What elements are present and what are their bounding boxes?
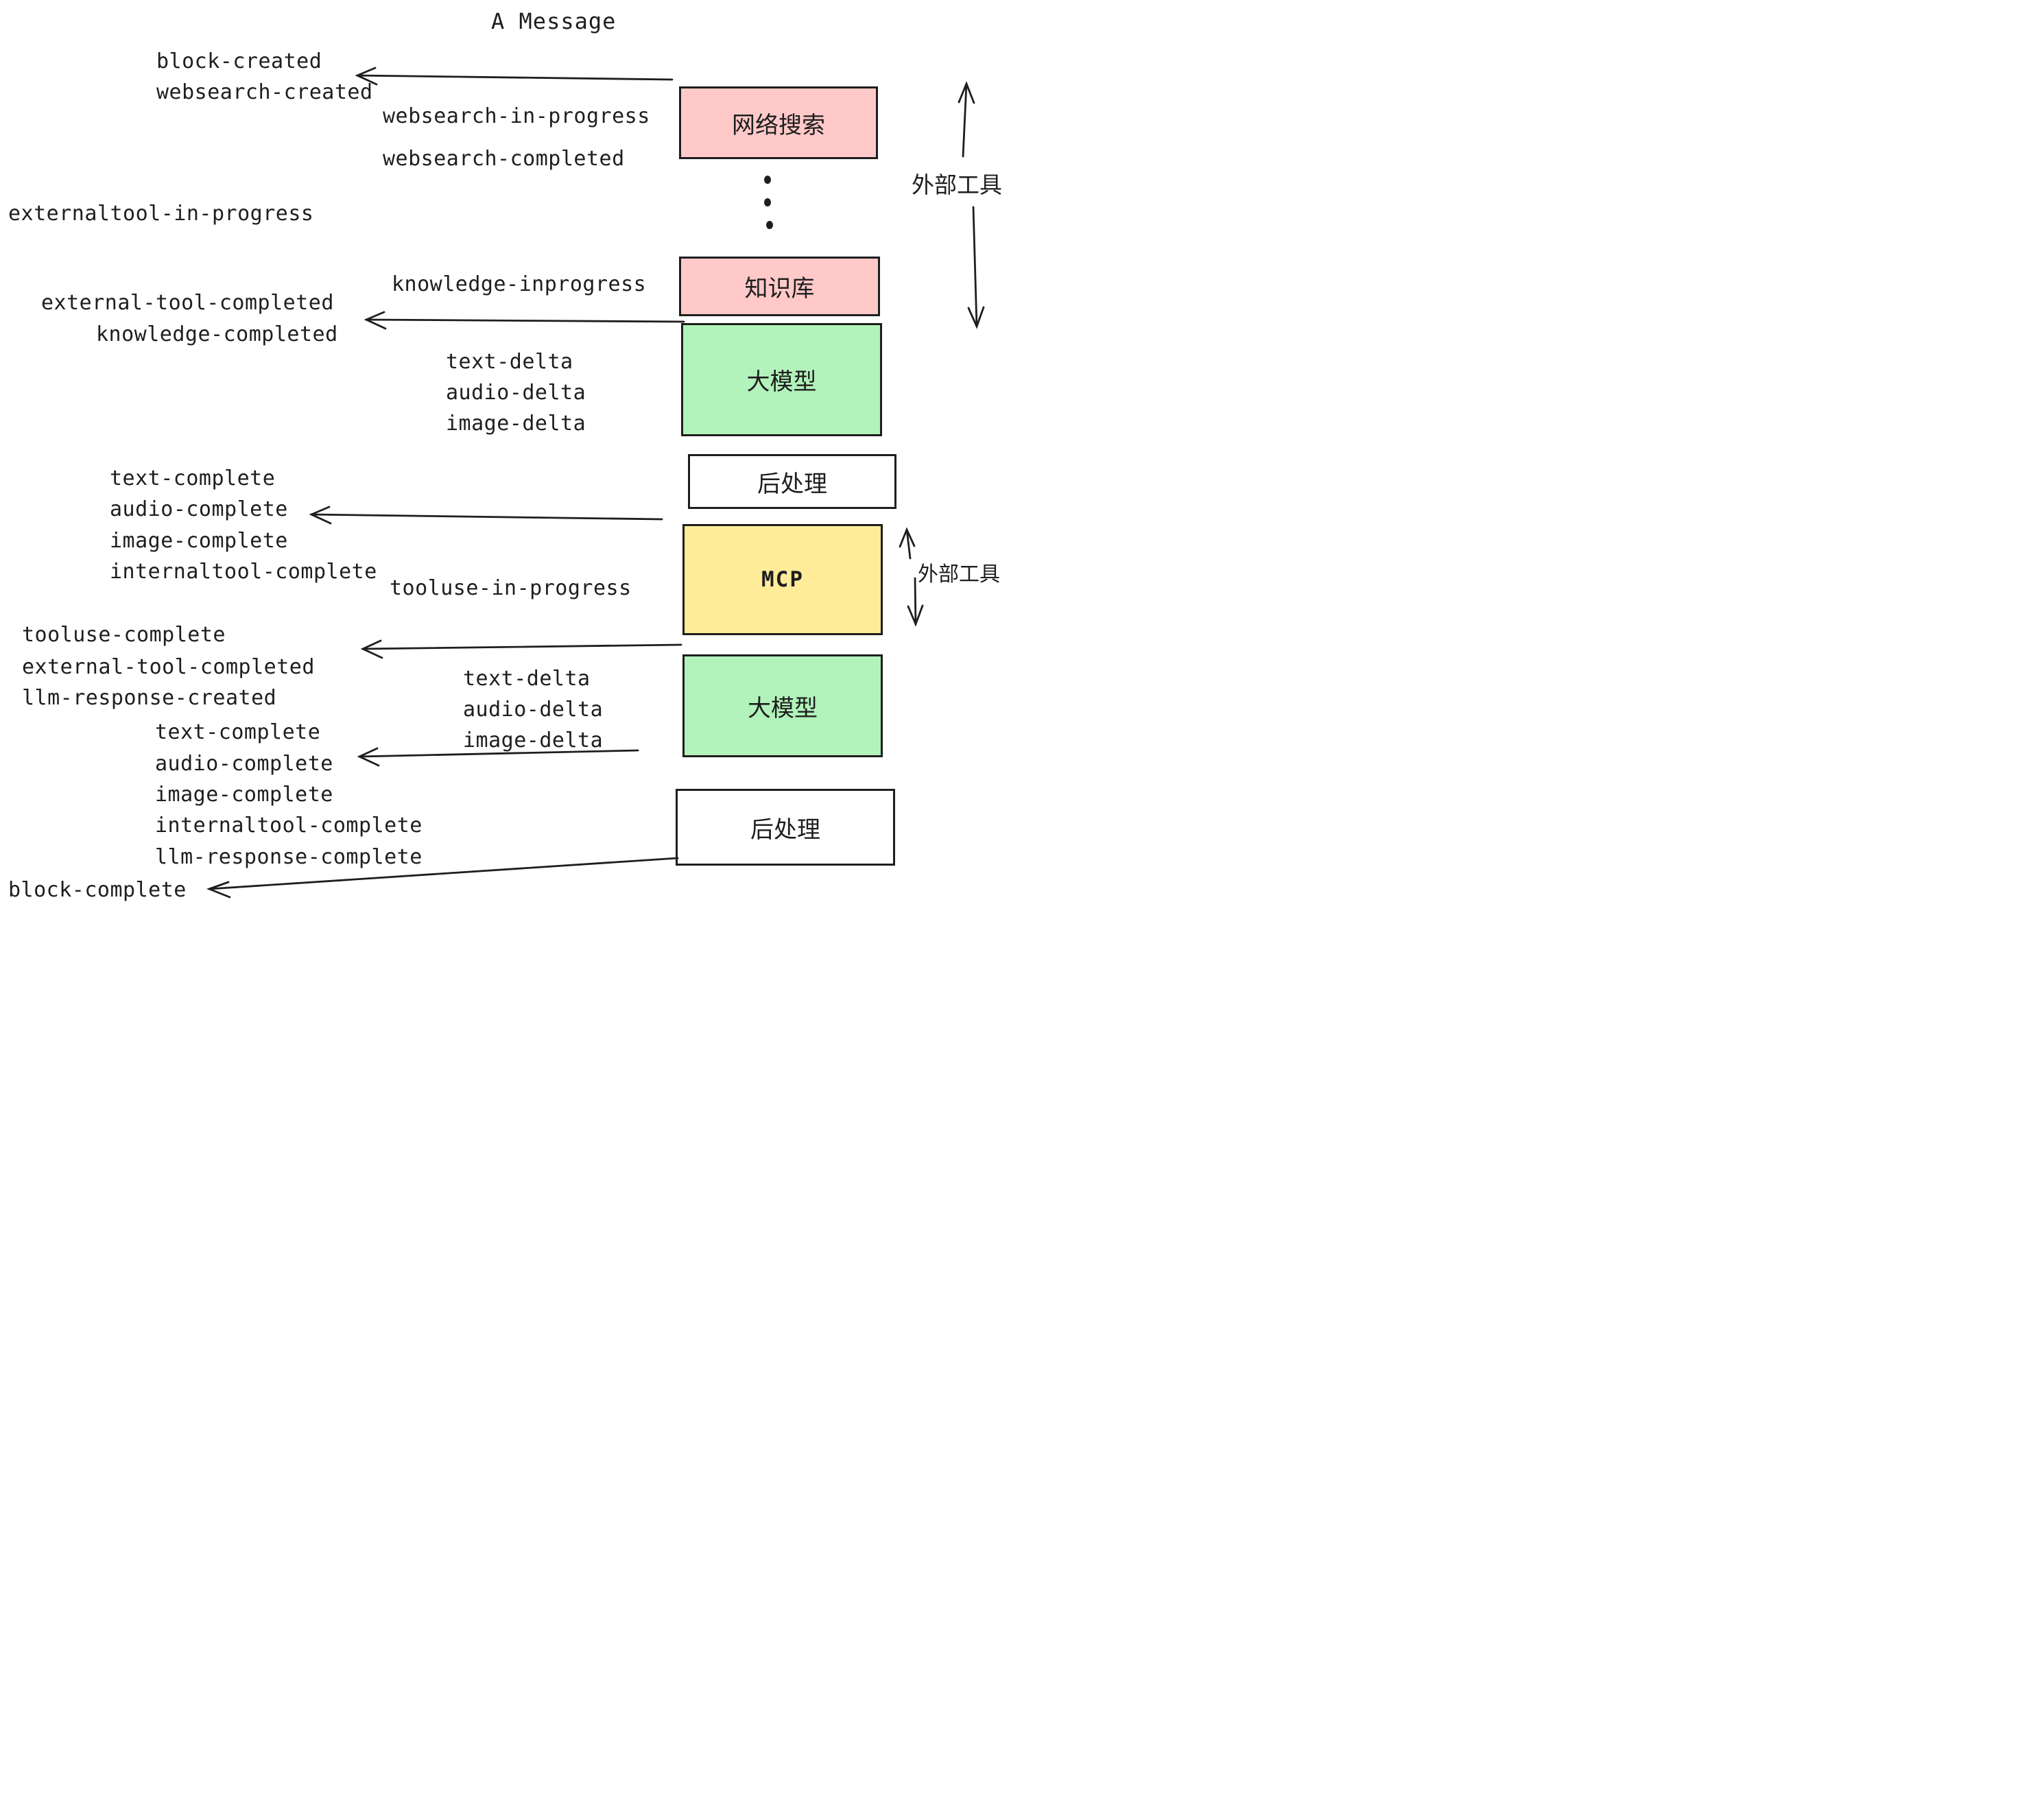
- box-knowledge: 知识库: [679, 257, 880, 316]
- event-tooluse-in-progress: tooluse-in-progress: [390, 576, 632, 600]
- event-text-complete-1: text-complete: [110, 466, 276, 490]
- event-text-delta-1: text-delta: [446, 350, 573, 374]
- event-image-delta-2: image-delta: [463, 728, 604, 752]
- event-internaltool-complete-1: internaltool-complete: [110, 560, 377, 584]
- event-block-created: block-created: [156, 49, 322, 73]
- event-text-delta-2: text-delta: [463, 667, 591, 691]
- side-label-external-tools-2: 外部工具: [918, 563, 1000, 586]
- box-llm-2: 大模型: [682, 654, 883, 757]
- event-websearch-in-progress: websearch-in-progress: [383, 104, 650, 128]
- event-external-tool-completed-2: external-tool-completed: [22, 655, 315, 679]
- event-image-delta-1: image-delta: [446, 412, 586, 436]
- event-audio-delta-1: audio-delta: [446, 381, 586, 405]
- box-postprocess-1: 后处理: [688, 454, 896, 509]
- event-block-complete: block-complete: [8, 878, 187, 902]
- box-websearch: 网络搜索: [679, 86, 878, 159]
- ellipsis-dot-1: [764, 176, 771, 184]
- event-internaltool-complete-2: internaltool-complete: [155, 814, 423, 838]
- box-postprocess-2: 后处理: [676, 789, 895, 866]
- event-audio-delta-2: audio-delta: [463, 698, 604, 722]
- event-websearch-created: websearch-created: [156, 80, 373, 104]
- event-knowledge-inprogress: knowledge-inprogress: [392, 272, 647, 296]
- arrow-to-external-tool-completed: [360, 639, 682, 659]
- ellipsis-dot-3: [766, 221, 773, 229]
- event-llm-response-created: llm-response-created: [22, 686, 277, 710]
- event-externaltool-in-progress: externaltool-in-progress: [8, 202, 314, 226]
- event-tooluse-complete: tooluse-complete: [22, 623, 226, 647]
- event-knowledge-completed: knowledge-completed: [96, 322, 338, 346]
- diagram-title: A Message: [491, 8, 617, 34]
- event-external-tool-completed: external-tool-completed: [41, 291, 334, 315]
- event-text-complete-2: text-complete: [155, 720, 321, 744]
- box-mcp: MCP: [682, 524, 883, 635]
- box-llm-1: 大模型: [681, 323, 882, 436]
- arrow-to-image-complete: [309, 506, 663, 525]
- external-tools-span-arrow-1: [958, 81, 985, 329]
- sequence-diagram: A Message block-created websearch-create…: [0, 0, 1022, 902]
- event-image-complete-2: image-complete: [155, 783, 333, 807]
- event-websearch-completed: websearch-completed: [383, 147, 625, 171]
- arrow-to-knowledge-completed: [364, 311, 685, 330]
- event-llm-response-complete: llm-response-complete: [155, 845, 423, 869]
- event-audio-complete-2: audio-complete: [155, 752, 333, 776]
- side-label-external-tools-1: 外部工具: [912, 172, 1002, 198]
- arrow-to-block-created: [355, 67, 674, 86]
- ellipsis-dot-2: [764, 198, 771, 206]
- event-audio-complete-1: audio-complete: [110, 497, 288, 521]
- event-image-complete-1: image-complete: [110, 529, 288, 553]
